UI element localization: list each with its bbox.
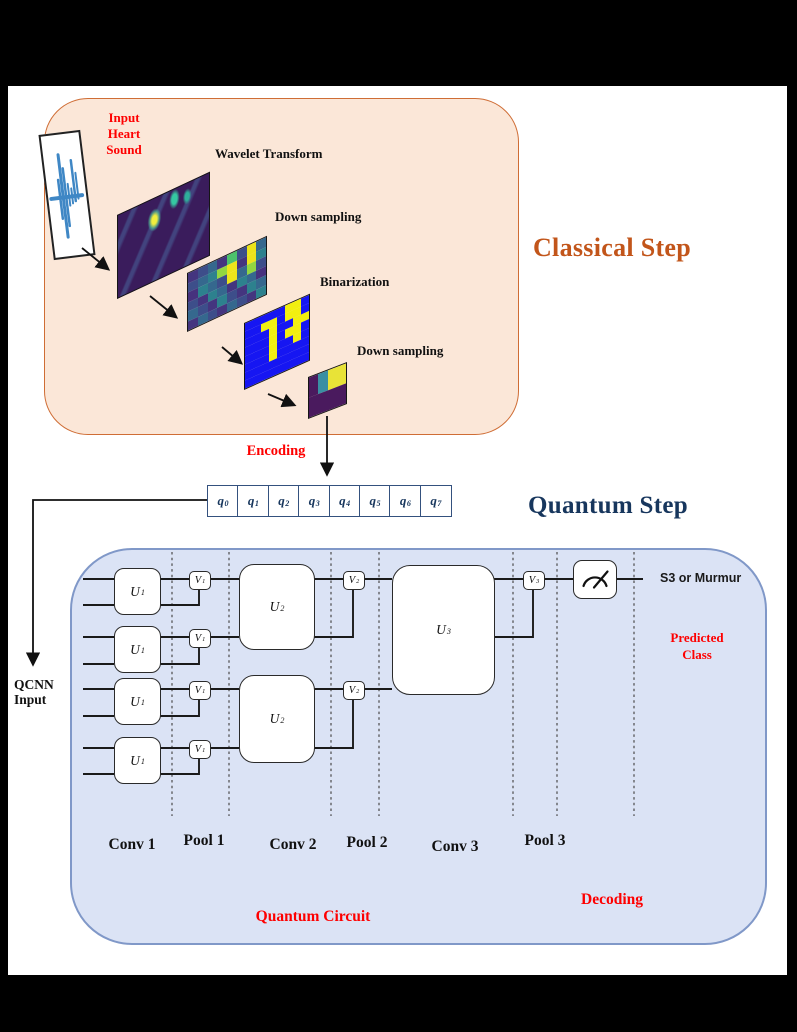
- input-heart-sound-label: Input Heart Sound: [106, 110, 142, 157]
- decoding-label: Decoding: [581, 891, 643, 908]
- binarization-label: Binarization: [320, 274, 390, 289]
- predicted-class-label: Predicted Class: [670, 630, 724, 662]
- layer-label-pool2: Pool 2: [346, 834, 388, 851]
- output-class-label: S3 or Murmur: [660, 571, 742, 585]
- down-sampling-2-label: Down sampling: [357, 343, 444, 358]
- measurement-icon: [582, 570, 609, 589]
- quantum-circuit-label: Quantum Circuit: [255, 908, 371, 925]
- measurement-gate: [573, 560, 617, 599]
- qcnn-input-label: QCNN Input: [14, 677, 54, 707]
- layer-label-pool1: Pool 1: [183, 832, 225, 849]
- classical-step-title: Classical Step: [532, 233, 692, 262]
- quantum-step-title: Quantum Step: [528, 492, 688, 519]
- layer-label-conv3: Conv 3: [431, 838, 479, 855]
- layer-label-conv1: Conv 1: [108, 836, 156, 853]
- waveform-card: [38, 129, 96, 261]
- down-sampling-1-label: Down sampling: [275, 209, 362, 224]
- layer-label-pool3: Pool 3: [524, 832, 566, 849]
- layer-label-conv2: Conv 2: [269, 836, 317, 853]
- encoding-label: Encoding: [246, 443, 306, 459]
- wavelet-transform-label: Wavelet Transform: [215, 146, 323, 161]
- heart-sound-waveform-icon: [49, 153, 85, 239]
